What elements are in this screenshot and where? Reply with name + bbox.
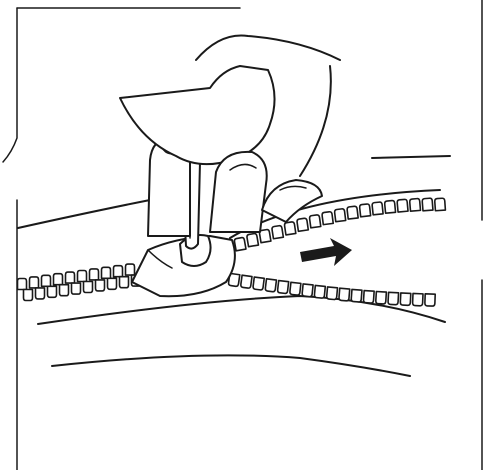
zipper-tooth	[30, 277, 39, 288]
zipper-tooth	[322, 211, 333, 224]
zipper-tooth	[339, 288, 350, 301]
zipper-tooth	[48, 286, 57, 297]
zipper-tooth	[397, 199, 408, 212]
zipper-tooth	[234, 237, 246, 251]
zipper-tooth	[108, 278, 117, 289]
zipper-tooth	[309, 215, 321, 228]
zipper-tooth	[96, 280, 105, 291]
thumb	[120, 66, 275, 164]
zipper-tooth	[302, 284, 313, 297]
zipper-tooth	[284, 222, 296, 235]
fabric-bottom-line	[52, 355, 410, 376]
zipper-tooth	[272, 225, 284, 238]
zipper-tooth	[72, 283, 81, 294]
zipper-tooth	[372, 202, 383, 215]
fabric-top-edge	[18, 200, 150, 228]
zipper-tooth	[24, 290, 33, 301]
zipper-tooth	[114, 266, 123, 277]
fabric-upper-right	[372, 156, 450, 158]
zipper-tooth	[78, 271, 87, 282]
zipper-tooth	[120, 277, 129, 288]
zipper-tooth	[410, 198, 421, 211]
zipper-tooth	[314, 285, 325, 298]
zipper-tooth	[265, 279, 276, 292]
zipper-tooth	[347, 206, 358, 219]
zipper-tooth	[413, 293, 423, 305]
zipper-tooth	[54, 274, 63, 285]
zipper-tooth	[126, 264, 135, 275]
zipper-tooth	[363, 291, 374, 304]
zipper-tooth	[290, 282, 301, 295]
zipper-tooth	[84, 282, 93, 293]
zipper-tooth	[351, 289, 362, 302]
zipper-tooth	[253, 277, 264, 290]
zipper-tooth	[18, 279, 27, 290]
zipper-tooth	[247, 233, 259, 247]
zipper-tooth	[376, 291, 387, 304]
arrow-right-icon	[300, 238, 352, 266]
zipper-tooth	[334, 209, 345, 222]
hand	[120, 36, 340, 237]
zipper-tooth	[102, 267, 111, 278]
zipper-slider	[132, 235, 235, 296]
zipper-tooth	[90, 269, 99, 280]
zipper-tooth	[422, 198, 433, 211]
zipper-tooth	[277, 281, 288, 294]
zipper-tooth	[240, 275, 252, 288]
zipper-tooth	[435, 198, 446, 211]
zipper-tooth	[388, 292, 399, 305]
wrist-line	[300, 66, 331, 176]
zipper-tooth	[384, 200, 395, 213]
zipper-tooth	[66, 272, 75, 283]
zipper-tooth	[42, 275, 51, 286]
zipper-tooth	[400, 293, 411, 305]
zipper-tooth	[326, 287, 337, 300]
zipper-tooth	[359, 204, 370, 217]
zipper-tooth	[425, 294, 435, 306]
open-zipper-teeth-lower	[228, 273, 435, 306]
zipper-tooth	[36, 288, 45, 299]
closed-zipper-teeth	[18, 264, 141, 300]
zipper-tooth	[297, 218, 309, 231]
zipper-tooth	[60, 285, 69, 296]
hand-back-outline	[196, 36, 340, 61]
